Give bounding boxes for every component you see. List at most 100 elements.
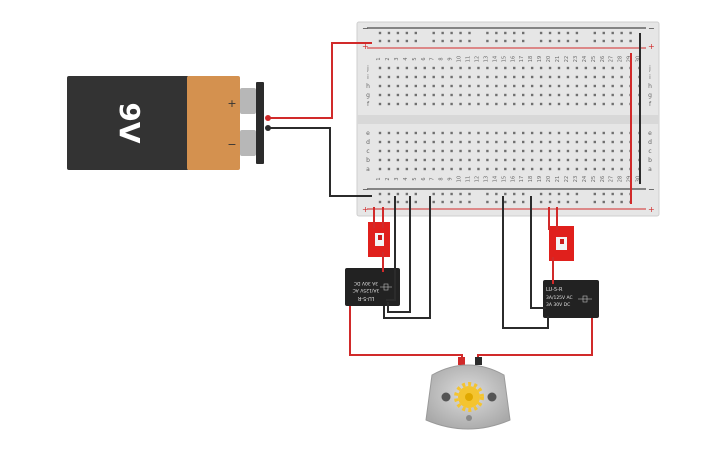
breadboard-hole[interactable] [566,102,570,106]
breadboard-hole[interactable] [459,39,462,43]
breadboard-hole[interactable] [432,39,435,43]
breadboard-hole[interactable] [423,149,426,153]
breadboard-hole[interactable] [414,93,417,97]
breadboard-hole[interactable] [629,39,632,43]
breadboard-hole[interactable] [539,93,543,97]
breadboard-hole[interactable] [378,200,382,204]
breadboard-hole[interactable] [495,66,498,70]
breadboard-hole[interactable] [611,93,614,97]
breadboard-hole[interactable] [486,149,489,153]
breadboard-hole[interactable] [468,102,471,106]
breadboard-hole[interactable] [620,39,623,43]
breadboard-hole[interactable] [477,149,480,153]
breadboard-hole[interactable] [504,31,507,35]
breadboard-hole[interactable] [441,75,444,79]
breadboard-hole[interactable] [432,167,435,171]
breadboard-hole[interactable] [557,200,561,204]
breadboard-hole[interactable] [593,131,596,135]
breadboard-hole[interactable] [602,200,605,204]
breadboard-hole[interactable] [414,39,417,43]
breadboard-hole[interactable] [504,167,507,171]
breadboard-hole[interactable] [414,158,417,162]
breadboard-hole[interactable] [450,167,453,171]
breadboard-hole[interactable] [620,66,623,70]
breadboard-hole[interactable] [620,102,623,106]
breadboard-hole[interactable] [432,140,435,144]
breadboard-hole[interactable] [602,131,605,135]
breadboard-hole[interactable] [513,131,516,135]
breadboard-hole[interactable] [468,167,471,171]
breadboard-hole[interactable] [486,200,489,204]
breadboard-hole[interactable] [557,192,561,196]
breadboard-hole[interactable] [513,31,516,35]
breadboard-hole[interactable] [432,158,435,162]
breadboard-hole[interactable] [504,93,507,97]
breadboard-hole[interactable] [522,102,525,106]
breadboard-hole[interactable] [441,93,444,97]
breadboard-hole[interactable] [575,192,579,196]
breadboard-hole[interactable] [450,66,453,70]
breadboard-hole[interactable] [522,84,525,88]
breadboard-hole[interactable] [539,39,543,43]
breadboard-hole[interactable] [504,66,507,70]
breadboard-hole[interactable] [405,102,409,106]
breadboard-hole[interactable] [495,200,498,204]
breadboard-hole[interactable] [486,66,489,70]
breadboard-hole[interactable] [378,93,382,97]
breadboard-hole[interactable] [584,149,588,153]
breadboard-hole[interactable] [557,158,561,162]
breadboard-hole[interactable] [629,31,632,35]
breadboard-hole[interactable] [611,66,614,70]
breadboard-hole[interactable] [414,75,417,79]
breadboard-hole[interactable] [522,158,525,162]
breadboard-hole[interactable] [486,158,489,162]
relay-left[interactable]: LU-5-R 3A/125V AC 3A 30V DC [345,268,400,306]
breadboard-hole[interactable] [557,131,561,135]
breadboard-hole[interactable] [477,158,480,162]
breadboard-hole[interactable] [441,140,444,144]
breadboard-hole[interactable] [432,75,435,79]
breadboard-hole[interactable] [405,200,409,204]
breadboard-hole[interactable] [584,158,588,162]
breadboard-hole[interactable] [548,102,552,106]
breadboard-hole[interactable] [593,75,596,79]
breadboard-hole[interactable] [504,131,507,135]
breadboard-hole[interactable] [495,102,498,106]
breadboard-hole[interactable] [530,149,534,153]
breadboard-hole[interactable] [513,158,516,162]
breadboard-hole[interactable] [539,31,543,35]
breadboard-hole[interactable] [566,140,570,144]
breadboard-hole[interactable] [611,200,614,204]
breadboard-hole[interactable] [450,149,453,153]
breadboard-hole[interactable] [405,192,409,196]
breadboard-hole[interactable] [584,131,588,135]
breadboard-hole[interactable] [405,158,409,162]
breadboard-hole[interactable] [611,167,614,171]
breadboard-hole[interactable] [548,93,552,97]
breadboard-hole[interactable] [548,200,552,204]
breadboard-hole[interactable] [414,167,417,171]
breadboard-hole[interactable] [486,75,489,79]
breadboard-hole[interactable] [432,192,435,196]
breadboard-hole[interactable] [450,93,453,97]
breadboard-hole[interactable] [530,167,534,171]
breadboard-hole[interactable] [405,167,409,171]
breadboard-hole[interactable] [548,149,552,153]
breadboard-hole[interactable] [575,200,579,204]
breadboard-hole[interactable] [504,192,507,196]
breadboard-hole[interactable] [450,200,453,204]
breadboard-hole[interactable] [396,31,400,35]
breadboard-hole[interactable] [414,84,417,88]
breadboard-hole[interactable] [611,75,614,79]
breadboard-hole[interactable] [450,131,453,135]
breadboard-hole[interactable] [575,102,579,106]
breadboard-hole[interactable] [396,158,400,162]
breadboard-hole[interactable] [593,102,596,106]
breadboard-hole[interactable] [378,131,382,135]
breadboard-hole[interactable] [611,102,614,106]
breadboard-hole[interactable] [423,84,426,88]
breadboard-hole[interactable] [620,192,623,196]
breadboard-hole[interactable] [504,102,507,106]
breadboard-hole[interactable] [459,75,462,79]
breadboard-hole[interactable] [414,31,417,35]
